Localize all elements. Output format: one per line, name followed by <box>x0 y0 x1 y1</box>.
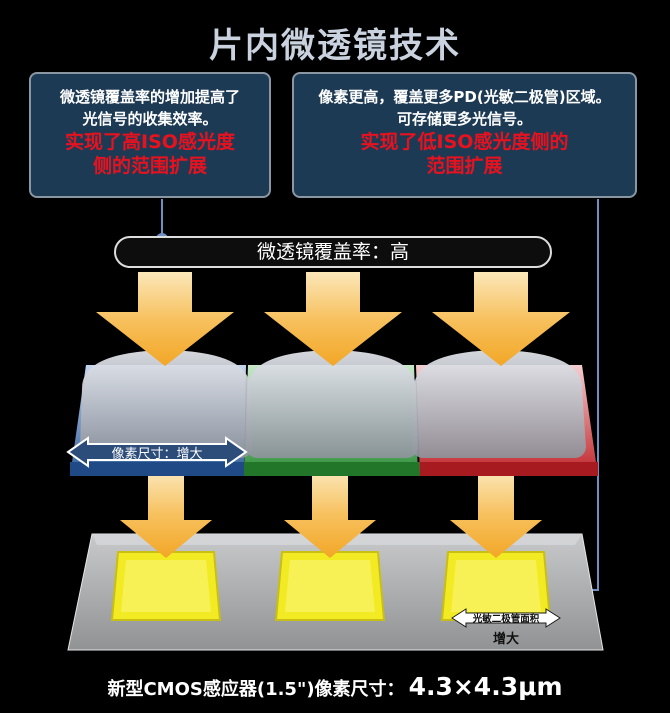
callout-right-highlight-2: 范围扩展 <box>426 155 503 177</box>
photodiode <box>274 551 386 621</box>
page-title: 片内微透镜技术 <box>209 26 461 66</box>
footer-label: 新型CMOS感应器(1.5")像素尺寸： <box>107 679 405 700</box>
light-arrow <box>450 470 542 558</box>
callout-left-line-1: 微透镜覆盖率的增加提高了 <box>59 88 240 106</box>
light-arrow <box>284 470 376 558</box>
callout-microlens-coverage: 微透镜覆盖率的增加提高了 光信号的收集效率。 实现了高ISO感光度 侧的范围扩展 <box>29 72 271 198</box>
callout-right-line-2: 可存储更多光信号。 <box>396 110 532 128</box>
light-arrow <box>264 272 402 366</box>
pixel-size-arrow: 像素尺寸：增大 <box>66 436 248 468</box>
callout-right-highlight-1: 实现了低ISO感光度侧的 <box>360 131 569 153</box>
pd-increase-label: 增大 <box>493 631 519 647</box>
callout-left-highlight-1: 实现了高ISO感光度 <box>65 131 235 153</box>
pd-area-label: 光敏二极管面积 <box>472 613 540 625</box>
light-arrow <box>120 470 212 558</box>
microlens <box>246 350 418 458</box>
pd-area-arrow: 光敏二极管面积 增大 <box>451 608 561 647</box>
callout-left-line-2: 光信号的收集效率。 <box>82 110 218 128</box>
microlens <box>80 350 252 458</box>
coverage-label-bar: 微透镜覆盖率：高 <box>114 236 552 268</box>
pixel-size-label: 像素尺寸：增大 <box>111 447 202 462</box>
callout-photodiode-area: 像素更高，覆盖更多PD(光敏二极管)区域。 可存储更多光信号。 实现了低ISO感… <box>292 72 637 198</box>
footer-value: 4.3×4.3μm <box>408 672 563 701</box>
light-arrow <box>432 272 570 366</box>
pixel-size-footer: 新型CMOS感应器(1.5")像素尺寸：4.3×4.3μm <box>0 672 670 701</box>
photodiode <box>110 551 222 621</box>
callout-left-highlight-2: 侧的范围扩展 <box>92 155 207 177</box>
light-arrow <box>96 272 234 366</box>
callout-right-line-1: 像素更高，覆盖更多PD(光敏二极管)区域。 <box>318 88 611 106</box>
microlens <box>412 350 586 458</box>
photodiode <box>440 551 552 621</box>
